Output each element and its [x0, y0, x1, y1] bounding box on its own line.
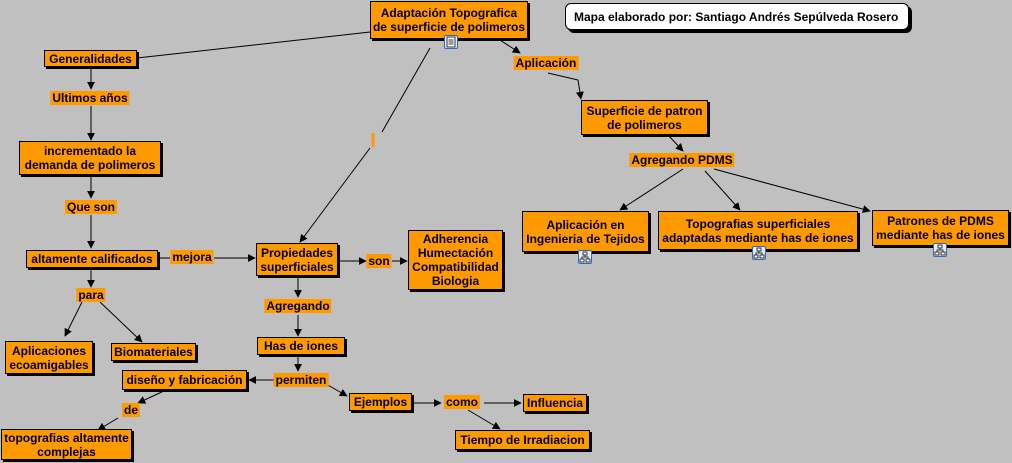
- concept-biomateriales[interactable]: Biomateriales: [111, 343, 196, 361]
- concept-root[interactable]: Adaptación Topografica de superficie de …: [370, 1, 528, 39]
- concept-propiedades-superficiales[interactable]: Propiedades superficiales: [256, 243, 338, 276]
- phrase-son[interactable]: son: [366, 254, 392, 268]
- concept-map-icon[interactable]: [578, 250, 592, 264]
- phrase-agregando[interactable]: Agregando: [264, 299, 332, 313]
- concept-topografias-complejas[interactable]: topografias altamente complejas: [1, 429, 132, 460]
- phrase-ultimos-anos[interactable]: Ultimos años: [50, 91, 130, 105]
- concept-adherencia[interactable]: Adherencia Humectación Compatibilidad Bi…: [408, 230, 503, 290]
- concept-tiempo-irradiacion[interactable]: Tiempo de Irradiacion: [455, 430, 590, 450]
- concept-map-icon[interactable]: [933, 243, 947, 257]
- concept-incrementado[interactable]: incrementado la demanda de polimeros: [19, 141, 161, 175]
- concept-altamente-calificados[interactable]: altamente calificados: [26, 250, 158, 268]
- concept-topografias-superficiales[interactable]: Topografias superficiales adaptadas medi…: [658, 211, 858, 250]
- concept-superficie-patron[interactable]: Superficie de patron de polimeros: [581, 100, 708, 135]
- concept-influencia[interactable]: Influencia: [523, 394, 587, 412]
- phrase-agregando-pdms[interactable]: Agregando PDMS: [629, 153, 735, 167]
- phrase-permiten[interactable]: permiten: [273, 373, 329, 387]
- phrase-bar[interactable]: |: [371, 133, 375, 147]
- concept-ejemplos[interactable]: Ejemplos: [349, 393, 412, 411]
- credit-box: Mapa elaborado por: Santiago Andrés Sepú…: [565, 3, 909, 30]
- concept-aplicaciones-ecoamigables[interactable]: Aplicaciones ecoamigables: [5, 341, 93, 374]
- phrase-que-son[interactable]: Que son: [64, 200, 118, 214]
- concept-generalidades[interactable]: Generalidades: [44, 50, 137, 67]
- phrase-aplicacion[interactable]: Aplicación: [513, 56, 579, 70]
- credit-text: Mapa elaborado por: Santiago Andrés Sepú…: [574, 9, 899, 24]
- concept-has-de-iones[interactable]: Has de iones: [257, 337, 345, 355]
- phrase-para[interactable]: para: [76, 288, 106, 302]
- phrase-de[interactable]: de: [121, 403, 141, 417]
- concept-map-icon[interactable]: [752, 246, 766, 260]
- phrase-mejora[interactable]: mejora: [170, 250, 214, 264]
- concept-patrones-pdms[interactable]: Patrones de PDMS mediante has de iones: [872, 210, 1009, 246]
- phrase-como[interactable]: como: [443, 395, 481, 409]
- concept-aplicacion-tejidos[interactable]: Aplicación en Ingenieria de Tejidos: [522, 211, 649, 252]
- document-icon[interactable]: [444, 35, 458, 49]
- concept-diseno-fabricacion[interactable]: diseño y fabricación: [122, 370, 247, 390]
